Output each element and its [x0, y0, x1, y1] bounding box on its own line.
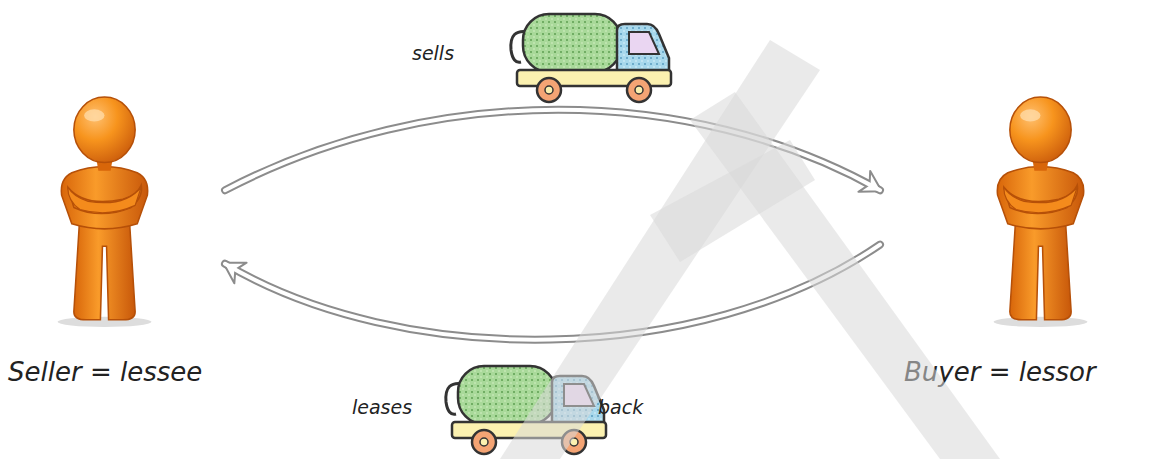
arrow-outline — [225, 110, 880, 190]
edge-label: leases — [352, 396, 412, 418]
arrow-body — [225, 245, 880, 340]
curved-arrow — [225, 110, 880, 190]
person-label: Buyer = lessor — [904, 357, 1096, 387]
free-label: back — [598, 396, 643, 418]
person-node: Buyer = lessor — [880, 75, 1161, 395]
arrow-outline — [225, 245, 880, 340]
person-node: Seller = lessee — [0, 75, 225, 395]
person-label: Seller = lessee — [8, 357, 202, 387]
arrow-body — [225, 110, 880, 190]
truck-illustration — [505, 2, 675, 107]
watermark-stroke — [500, 40, 820, 459]
truck-illustration — [440, 354, 610, 459]
edge-label: sells — [412, 42, 454, 64]
watermark-stroke — [650, 140, 815, 262]
watermark-stroke — [690, 92, 1000, 459]
person-figure — [42, 93, 167, 328]
curved-arrow — [225, 245, 880, 340]
person-figure — [978, 93, 1103, 328]
